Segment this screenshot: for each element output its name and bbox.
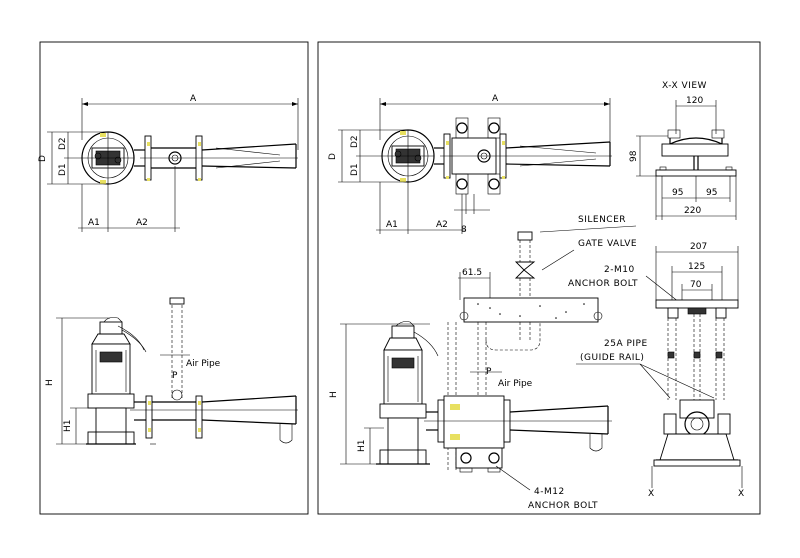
x-right-label: X <box>738 489 744 499</box>
pipe-label: 25A PIPE <box>604 339 648 349</box>
guide-rail-view: 207 125 70 25A PIPE (GUIDE RAIL) <box>576 242 744 499</box>
xx-dim-95-right: 95 <box>706 188 717 198</box>
anchor-bolt-top-spec: 2-M10 <box>604 265 635 275</box>
dim-h1-label: H1 <box>63 420 73 433</box>
dim-a-label: A <box>190 94 197 104</box>
right-dim-8-label: 8 <box>461 225 467 235</box>
guide-rail-label: (GUIDE RAIL) <box>580 353 644 363</box>
left-plan-view: A D <box>38 94 299 232</box>
right-dim-h1-label: H1 <box>357 440 367 453</box>
left-dim-p-label: P <box>172 371 178 381</box>
right-dim-d-label: D <box>328 153 338 160</box>
concrete-slab <box>463 297 599 323</box>
right-dim-d2-label: D2 <box>350 135 360 148</box>
dim-a2-label: A2 <box>136 218 148 228</box>
left-panel-frame <box>39 41 309 515</box>
dim-61-5-label: 61.5 <box>462 268 482 278</box>
xx-dim-120: 120 <box>686 96 703 106</box>
dim-h-label: H <box>45 379 55 386</box>
right-dim-h-label: H <box>329 391 339 398</box>
xx-dim-98: 98 <box>629 150 639 162</box>
right-panel-frame <box>317 41 761 515</box>
anchor-bolt-bottom-spec: 4-M12 <box>534 487 565 497</box>
guide-dim-207: 207 <box>690 242 707 252</box>
right-dim-a1-label: A1 <box>386 220 398 230</box>
xx-dim-95-left: 95 <box>672 188 683 198</box>
right-dim-d1-label: D1 <box>350 163 360 176</box>
guide-dim-70: 70 <box>690 280 702 290</box>
gate-valve-label: GATE VALVE <box>578 239 637 249</box>
dim-d-label: D <box>38 155 48 162</box>
x-left-label: X <box>648 489 654 499</box>
right-plan-view: A <box>328 94 612 235</box>
xx-dim-220: 220 <box>684 206 701 216</box>
guide-dim-125: 125 <box>688 262 705 272</box>
left-air-pipe-label: Air Pipe <box>186 359 221 369</box>
right-elevation-view: SILENCER GATE VALVE 61.5 <box>329 215 685 511</box>
dim-d1-label: D1 <box>58 163 68 176</box>
anchor-bolt-bottom-label: ANCHOR BOLT <box>528 501 598 511</box>
right-dim-p-label: P <box>486 367 492 377</box>
left-elevation-view: H H1 <box>45 297 298 445</box>
xx-view-title: X-X VIEW <box>662 81 707 91</box>
dim-d2-label: D2 <box>58 137 68 150</box>
xx-view: X-X VIEW 120 98 95 95 220 <box>629 81 737 220</box>
pump-motor <box>91 343 131 395</box>
anchor-bolt-top-label: ANCHOR BOLT <box>568 279 638 289</box>
silencer-label: SILENCER <box>578 215 626 225</box>
right-dim-a-label: A <box>492 94 499 104</box>
right-air-pipe-label: Air Pipe <box>498 379 533 389</box>
right-dim-a2-label: A2 <box>436 220 448 230</box>
dim-a1-label: A1 <box>88 218 100 228</box>
